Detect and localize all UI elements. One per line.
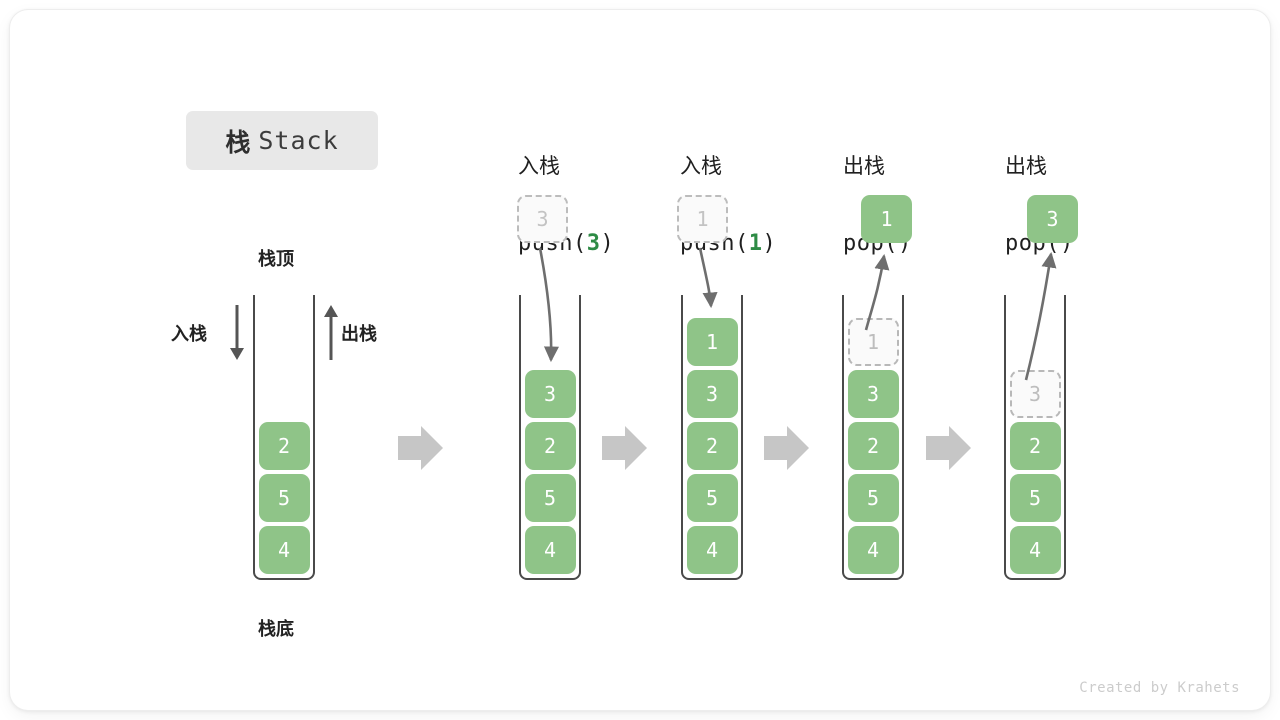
step-header-cn: 入栈 xyxy=(680,155,722,179)
stack-cells: 3 2 5 4 xyxy=(1006,318,1064,574)
stack-cell: 3 xyxy=(847,370,899,418)
stack-cells: 3 2 5 4 xyxy=(521,370,579,574)
diagram-title-chip: 栈 Stack xyxy=(186,111,378,170)
page-title-cn: 栈 xyxy=(225,128,251,157)
stack-cell: 5 xyxy=(847,474,899,522)
stack-container-pop-1: 1 3 2 5 4 xyxy=(842,295,904,580)
stack-cell: 4 xyxy=(847,526,899,574)
stack-cell: 5 xyxy=(686,474,738,522)
credit-footer: Created by Krahets xyxy=(1079,680,1240,696)
stack-cell-removed: 1 xyxy=(847,318,899,366)
stack-container-push-1: 1 3 2 5 4 xyxy=(681,295,743,580)
label-pop-direction: 出栈 xyxy=(341,324,377,344)
stack-cell: 4 xyxy=(258,526,310,574)
label-stack-bottom: 栈底 xyxy=(258,619,294,639)
incoming-value-box-1: 1 xyxy=(677,195,728,243)
stack-cell: 5 xyxy=(524,474,576,522)
stack-cells: 2 5 4 xyxy=(255,422,313,574)
stack-cell: 4 xyxy=(524,526,576,574)
stack-cell: 5 xyxy=(1009,474,1061,522)
stack-cell-removed: 3 xyxy=(1009,370,1061,418)
step-header-cn: 出栈 xyxy=(843,155,885,179)
stack-cell: 2 xyxy=(1009,422,1061,470)
stack-cell: 5 xyxy=(258,474,310,522)
stack-container-initial: 2 5 4 xyxy=(253,295,315,580)
code-argument: 1 xyxy=(748,230,763,256)
popped-value-box-3: 3 xyxy=(1027,195,1078,243)
stack-cell: 1 xyxy=(686,318,738,366)
label-push-direction: 入栈 xyxy=(171,324,207,344)
stack-cells: 1 3 2 5 4 xyxy=(683,318,741,574)
code-suffix: ) xyxy=(762,230,777,256)
step-header-cn: 入栈 xyxy=(518,155,560,179)
code-suffix: ) xyxy=(600,230,615,256)
page-title-en: Stack xyxy=(258,126,339,155)
label-stack-top: 栈顶 xyxy=(258,249,294,269)
stack-cell: 2 xyxy=(258,422,310,470)
incoming-value-box-3: 3 xyxy=(517,195,568,243)
stack-cell: 2 xyxy=(686,422,738,470)
stack-cell: 2 xyxy=(524,422,576,470)
popped-value-box-1: 1 xyxy=(861,195,912,243)
step-header-cn: 出栈 xyxy=(1005,155,1047,179)
stack-cell-empty xyxy=(1010,318,1061,366)
stack-container-pop-3: 3 2 5 4 xyxy=(1004,295,1066,580)
stack-container-push-3: 3 2 5 4 xyxy=(519,295,581,580)
stack-cell: 4 xyxy=(686,526,738,574)
stack-cell: 2 xyxy=(847,422,899,470)
stack-cell: 3 xyxy=(686,370,738,418)
stack-cells: 1 3 2 5 4 xyxy=(844,318,902,574)
stack-cell: 3 xyxy=(524,370,576,418)
stack-cell: 4 xyxy=(1009,526,1061,574)
code-argument: 3 xyxy=(586,230,601,256)
